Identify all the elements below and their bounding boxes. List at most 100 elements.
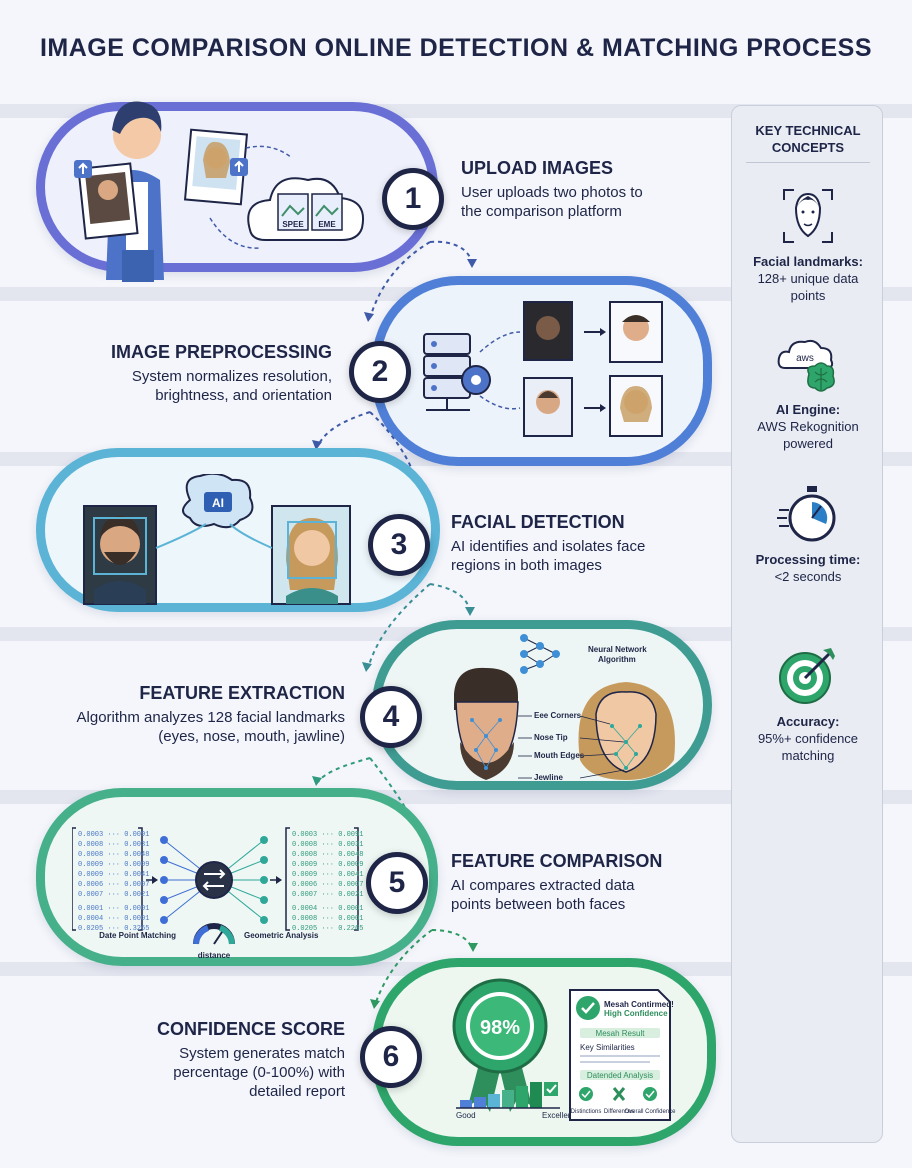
- svg-text:0.0008 ··· 0.0031: 0.0008 ··· 0.0031: [292, 841, 363, 849]
- svg-text:distance: distance: [198, 951, 231, 960]
- check-icon: [579, 1087, 593, 1101]
- svg-text:Geometric Analysis: Geometric Analysis: [244, 931, 319, 940]
- svg-text:Date Point Matching: Date Point Matching: [99, 931, 176, 940]
- key-concepts-sidebar: KEY TECHNICAL CONCEPTS Facial landmarks:…: [731, 105, 883, 1143]
- step-2-title: IMAGE PREPROCESSING: [110, 342, 332, 362]
- swap-icon: [195, 861, 233, 899]
- step-3-number-badge: 3: [368, 514, 430, 576]
- svg-text:0.0008 ··· 0.0031: 0.0008 ··· 0.0031: [78, 841, 149, 849]
- target-icon: [779, 648, 835, 704]
- svg-text:aws: aws: [796, 353, 814, 364]
- svg-text:Differences: Differences: [604, 1109, 634, 1115]
- server-icon: [423, 333, 471, 355]
- feature-comparison-illustration: 0.0003 ··· 0.0091 0.0008 ··· 0.0031 0.000…: [72, 827, 363, 960]
- step-1-description: User uploads two photos to the compariso…: [461, 184, 643, 220]
- svg-text:0.0009 ··· 0.0041: 0.0009 ··· 0.0041: [292, 871, 363, 879]
- feature-extraction-illustration: Neural Network Algorithm Eee Corners Nos…: [454, 634, 675, 782]
- check-icon: [643, 1087, 657, 1101]
- svg-text:Mesah Contirmed!: Mesah Contirmed!: [604, 1000, 674, 1009]
- face-scan-icon: [783, 189, 833, 243]
- male-face: [454, 667, 518, 710]
- svg-text:Good: Good: [456, 1111, 476, 1120]
- concept-facial-landmarks: Facial landmarks: 128+ unique data point…: [732, 186, 884, 304]
- data-points-left: 0.0003 ··· 0.0091 0.0008 ··· 0.0031 0.000…: [78, 831, 149, 933]
- step-6-description: System generates match percentage (0-100…: [173, 1045, 345, 1100]
- concept-ai-engine: aws AI Engine: AWS Rekognition powered: [732, 338, 884, 452]
- svg-text:Eee Corners: Eee Corners: [534, 711, 582, 720]
- step-3-description: AI identifies and isolates face regions …: [451, 538, 646, 574]
- connector-arrow: [317, 411, 371, 447]
- svg-text:0.0003 ··· 0.0091: 0.0003 ··· 0.0091: [78, 831, 149, 839]
- svg-text:0.0001 ··· 0.0001: 0.0001 ··· 0.0001: [78, 905, 149, 913]
- svg-text:Datended Analysis: Datended Analysis: [587, 1071, 653, 1080]
- connector-arrow: [369, 241, 431, 319]
- stopwatch-icon: [777, 486, 836, 542]
- sidebar-heading: KEY TECHNICAL CONCEPTS: [755, 123, 861, 155]
- svg-text:Key Similarities: Key Similarities: [580, 1043, 635, 1052]
- connector-arrow: [374, 929, 433, 1006]
- svg-text:Mesah Result: Mesah Result: [596, 1029, 646, 1038]
- svg-text:0.0205 ··· 0.3265: 0.0205 ··· 0.3265: [78, 925, 149, 933]
- svg-text:0.0008 ··· 0.0048: 0.0008 ··· 0.0048: [292, 851, 363, 859]
- svg-text:0.0008 ··· 0.0048: 0.0008 ··· 0.0048: [78, 851, 149, 859]
- svg-text:Jewline: Jewline: [534, 773, 563, 782]
- svg-text:Overall Confidence: Overall Confidence: [624, 1109, 676, 1115]
- sidebar-divider: [746, 162, 870, 163]
- svg-text:0.0009 ··· 0.0009: 0.0009 ··· 0.0009: [292, 861, 363, 869]
- step-4-number-badge: 4: [360, 686, 422, 748]
- report-document: [569, 989, 671, 1121]
- svg-text:Neural Network: Neural Network: [588, 645, 647, 654]
- svg-text:0.0008 ··· 0.0001: 0.0008 ··· 0.0001: [292, 915, 363, 923]
- step-4-title: FEATURE EXTRACTION: [139, 683, 345, 703]
- step-6-number-badge: 6: [360, 1026, 422, 1088]
- preprocessing-illustration: [423, 301, 663, 437]
- svg-text:0.0003 ··· 0.0091: 0.0003 ··· 0.0091: [292, 831, 363, 839]
- svg-text:AI: AI: [212, 496, 224, 510]
- svg-text:0.0004 ··· 0.0001: 0.0004 ··· 0.0001: [292, 905, 363, 913]
- svg-text:Mouth Edges: Mouth Edges: [534, 751, 585, 760]
- svg-text:0.0007 ··· 0.0021: 0.0007 ··· 0.0021: [78, 891, 149, 899]
- step-5-title: FEATURE COMPARISON: [451, 851, 663, 871]
- connector-arrow: [429, 240, 473, 265]
- svg-text:EME: EME: [318, 220, 336, 229]
- upload-illustration: SPEE EME: [74, 101, 364, 282]
- detection-box: [287, 521, 337, 579]
- svg-text:SPEE: SPEE: [282, 220, 304, 229]
- detection-box: [93, 517, 147, 575]
- svg-text:Excellen: Excellen: [542, 1111, 572, 1120]
- svg-text:Nose Tip: Nose Tip: [534, 733, 568, 742]
- svg-text:0.0006 ··· 0.0007: 0.0006 ··· 0.0007: [78, 881, 149, 889]
- svg-text:High Confidence: High Confidence: [604, 1009, 668, 1018]
- connector-arrow: [431, 929, 473, 949]
- step-1-title: UPLOAD IMAGES: [461, 158, 614, 178]
- step-2-number-badge: 2: [349, 341, 411, 403]
- page-title: IMAGE COMPARISON ONLINE DETECTION & MATC…: [39, 34, 873, 62]
- svg-text:0.0006 ··· 0.0007: 0.0006 ··· 0.0007: [292, 881, 363, 889]
- step-6-title: CONFIDENCE SCORE: [156, 1019, 345, 1039]
- connector-arrow: [369, 757, 419, 837]
- svg-text:0.0009 ··· 0.0041: 0.0009 ··· 0.0041: [78, 871, 149, 879]
- confidence-score-illustration: 98% Good Excellen Mesah Contirmed! High …: [452, 978, 676, 1121]
- step-2-description: System normalizes resolution, brightness…: [131, 368, 332, 404]
- svg-text:0.0007 ··· 0.0021: 0.0007 ··· 0.0021: [292, 891, 363, 899]
- score-value: 98%: [480, 1017, 520, 1039]
- cross-icon: [612, 1087, 626, 1101]
- step-5-number-badge: 5: [366, 852, 428, 914]
- svg-text:Distinctions: Distinctions: [571, 1109, 602, 1115]
- connector-arrow: [429, 583, 471, 613]
- connector-arrow: [317, 757, 371, 783]
- step-5-description: AI compares extracted data points betwee…: [451, 877, 635, 913]
- step-1-number-badge: 1: [382, 168, 444, 230]
- aws-brain-icon: aws: [777, 339, 835, 392]
- score-bar-chart: [456, 1082, 560, 1109]
- svg-text:0.0205 ··· 0.2265: 0.0205 ··· 0.2265: [292, 925, 363, 933]
- svg-text:0.0004 ··· 0.0001: 0.0004 ··· 0.0001: [78, 915, 149, 923]
- concept-processing-time: Processing time: <2 seconds: [732, 484, 884, 585]
- step-3-title: FACIAL DETECTION: [451, 512, 625, 532]
- step-4-description: Algorithm analyzes 128 facial landmarks …: [76, 709, 345, 745]
- svg-text:Algorithm: Algorithm: [598, 655, 636, 664]
- svg-text:0.0009 ··· 0.0009: 0.0009 ··· 0.0009: [78, 861, 149, 869]
- data-points-right: 0.0003 ··· 0.0091 0.0008 ··· 0.0031 0.000…: [292, 831, 363, 933]
- concept-accuracy: Accuracy: 95%+ confidence matching: [732, 646, 884, 764]
- face-detection-illustration: AI: [83, 474, 351, 605]
